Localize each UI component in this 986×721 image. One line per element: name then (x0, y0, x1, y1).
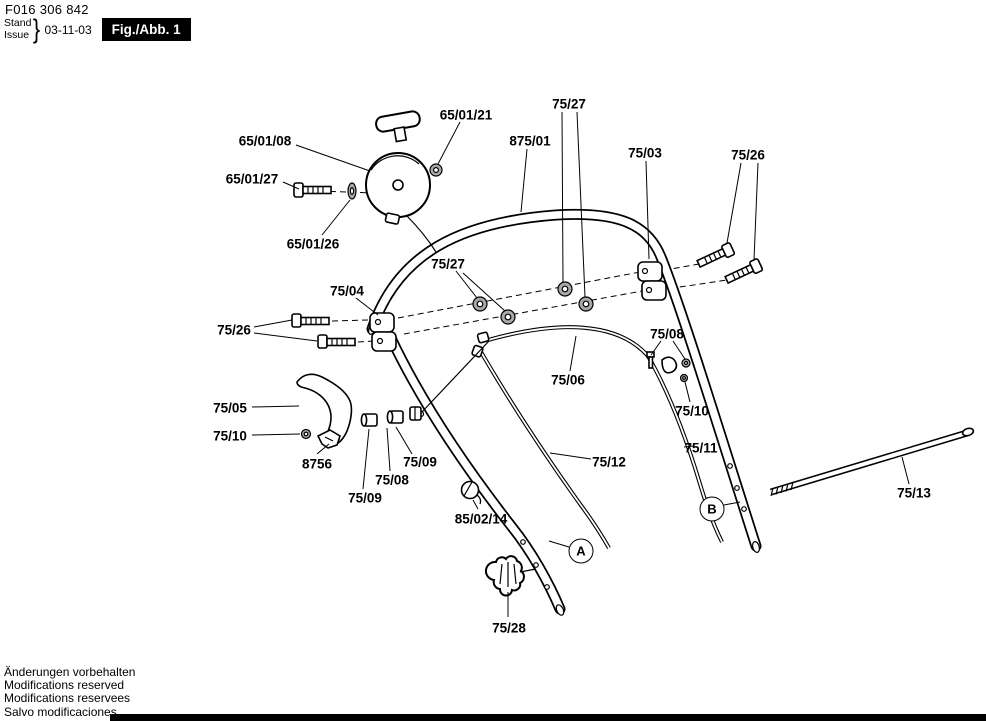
callout-75-26-left: 75/26 (217, 322, 251, 338)
notice-line-de: Änderungen vorbehalten (4, 665, 136, 679)
stand-label: Stand (4, 17, 32, 29)
notice-line-fr: Modifications reservees (4, 691, 131, 706)
notice-line-en: Modifications reserved (4, 678, 125, 693)
bolts-75-26-right (696, 242, 764, 285)
section-marker-a: A (568, 538, 594, 564)
notice-line-es: Salvo modificaciones (4, 704, 117, 719)
callout-75-09-upper: 75/09 (403, 454, 437, 470)
callout-65-01-26: 65/01/26 (286, 236, 340, 252)
callout-75-06: 75/06 (551, 372, 585, 388)
stand-issue-labels: Stand Issue (4, 17, 32, 41)
brace-glyph: } (33, 14, 41, 44)
callout-75-10-left: 75/10 (213, 428, 247, 444)
document-part-number: F016 306 842 (5, 2, 89, 17)
callout-65-01-08: 65/01/08 (238, 133, 292, 149)
issue-block: Stand Issue } 03-11-03 Fig./Abb. 1 (4, 16, 191, 43)
callout-65-01-21: 65/01/21 (439, 107, 493, 123)
bottom-rule-bar (110, 714, 986, 721)
callout-75-10-right: 75/10 (675, 403, 709, 419)
callout-75-28: 75/28 (492, 620, 526, 636)
callout-875-01: 875/01 (509, 133, 551, 149)
flange-nuts-75-27 (472, 281, 594, 325)
callout-75-11: 75/11 (684, 440, 718, 456)
legal-notice: Änderungen vorbehalten Modifications res… (4, 665, 136, 719)
callout-75-27-mid: 75/27 (431, 256, 465, 272)
callout-8756: 8756 (301, 456, 333, 472)
callout-leader-lines (251, 111, 910, 617)
bolts-75-26-left (291, 313, 356, 349)
clamp-75-03 (637, 261, 667, 301)
fastener-set-right-75-08-75-10 (646, 351, 691, 383)
tension-rod-75-13 (769, 427, 975, 497)
callout-75-09-lower: 75/09 (348, 490, 382, 506)
callout-65-01-27: 65/01/27 (225, 171, 279, 187)
issue-label: Issue (4, 28, 30, 41)
callout-75-03: 75/03 (628, 145, 662, 161)
figure-label-badge: Fig./Abb. 1 (101, 18, 191, 41)
clamp-75-04 (369, 312, 397, 352)
section-marker-b: B (699, 496, 725, 522)
callout-75-05: 75/05 (213, 400, 247, 416)
bolt-65-01-27-and-washer-65-01-26 (293, 182, 357, 200)
starter-grip-assembly (365, 110, 443, 253)
issue-date: 03-11-03 (44, 22, 92, 37)
callout-75-08-right: 75/08 (650, 326, 684, 342)
callout-85-02-14: 85/02/14 (454, 511, 508, 527)
handlebar-tubes (366, 208, 762, 616)
callout-75-08-left: 75/08 (375, 472, 409, 488)
callout-75-27-top: 75/27 (552, 96, 586, 112)
callout-75-04: 75/04 (330, 283, 364, 299)
callout-75-12: 75/12 (592, 454, 626, 470)
cable-clip-85-02-14 (460, 480, 482, 505)
small-parts-left-75-10-8756-75-09-75-08 (300, 406, 422, 449)
knob-75-28 (485, 555, 537, 597)
callout-75-13: 75/13 (897, 485, 931, 501)
callout-75-26-right: 75/26 (731, 147, 765, 163)
